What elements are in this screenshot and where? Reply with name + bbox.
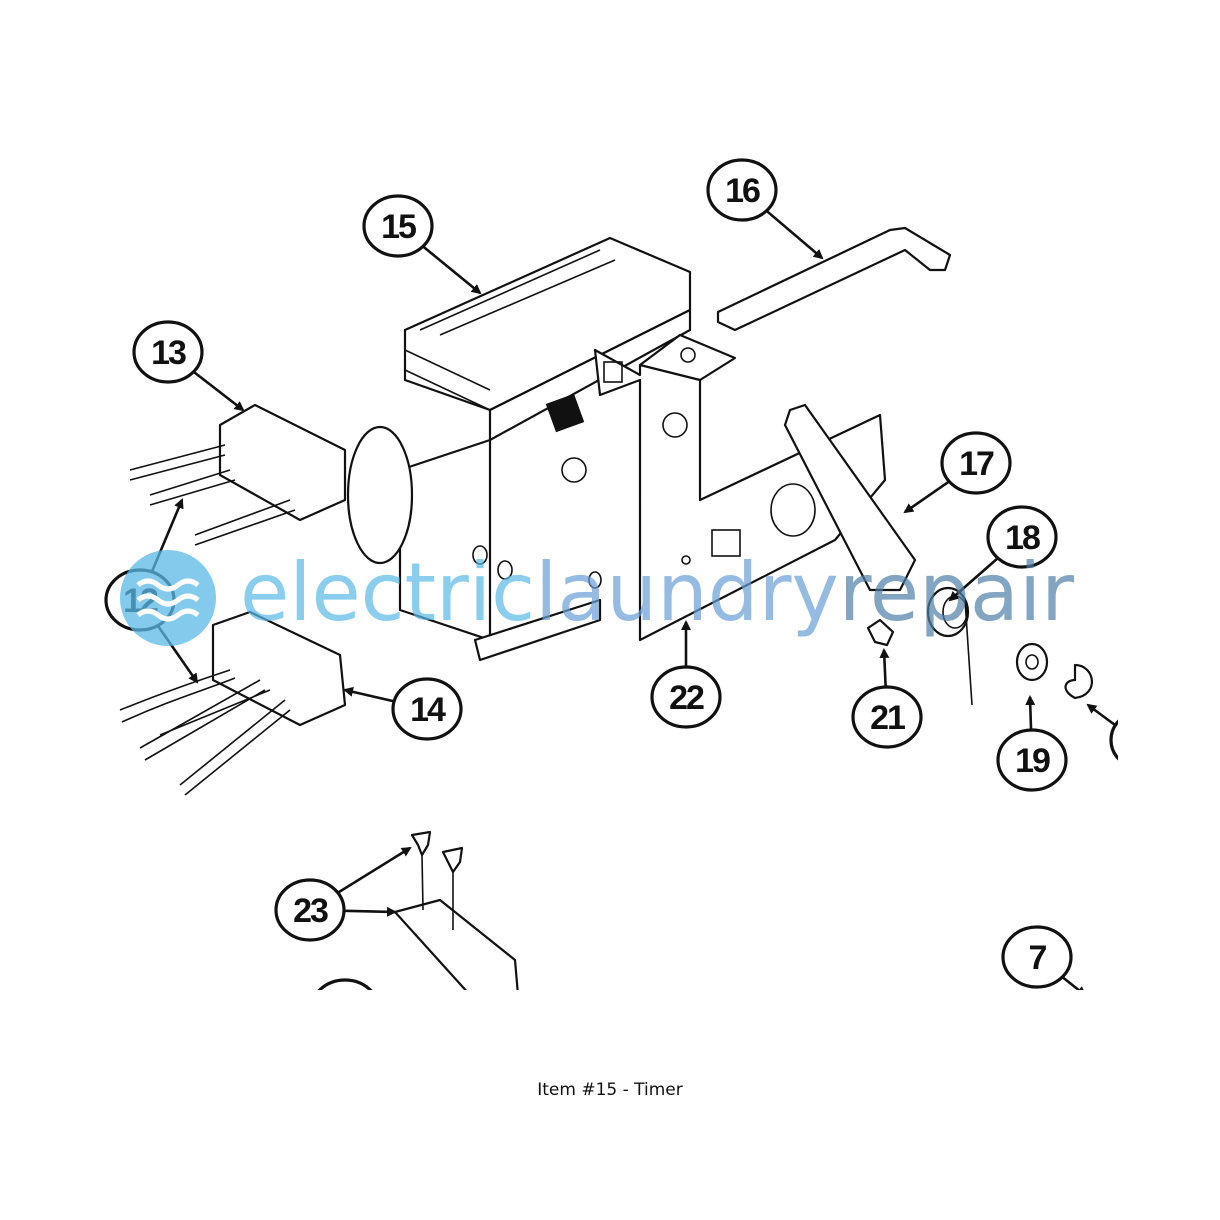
shaft-part xyxy=(716,226,952,332)
watermark-electric: electric xyxy=(240,546,535,639)
watermark-logo-icon xyxy=(120,550,216,646)
connector-14-part xyxy=(119,610,347,796)
callout-16: 16 xyxy=(706,158,824,260)
leader-arrow xyxy=(903,480,950,514)
callout-number: 18 xyxy=(1005,519,1040,557)
callout-number: 14 xyxy=(410,691,446,729)
callout-number: 7 xyxy=(1029,939,1047,977)
leader-arrow xyxy=(192,370,245,412)
callout-number: 16 xyxy=(725,172,760,210)
callout-number: 15 xyxy=(381,208,416,246)
callout-18: 18 xyxy=(948,505,1058,602)
leader-arrow xyxy=(422,245,482,295)
callout-circle xyxy=(1001,925,1073,989)
leader-arrow xyxy=(337,846,412,894)
lever-part xyxy=(783,403,917,592)
callout-number: 17 xyxy=(959,445,994,483)
parts-diagram: 13151617181214222119237 electriclaundryr… xyxy=(104,158,1118,990)
callout-circle xyxy=(362,194,434,258)
callout-partial-right xyxy=(1109,719,1118,761)
callout-number: 19 xyxy=(1015,742,1050,780)
leader-arrow xyxy=(343,686,395,703)
washer-part xyxy=(1015,642,1049,682)
callout-partial-24 xyxy=(317,978,373,990)
leader-arrow xyxy=(765,209,824,260)
callout-22: 22 xyxy=(650,620,722,729)
plate-part xyxy=(393,830,519,990)
timer-part xyxy=(346,236,692,662)
leader-arrow xyxy=(879,648,890,688)
callout-number: 13 xyxy=(151,334,186,372)
callout-circle xyxy=(706,158,778,222)
callout-14: 14 xyxy=(343,677,463,741)
callout-number: 21 xyxy=(870,699,905,737)
callout-number: 22 xyxy=(669,679,704,717)
bracket-part xyxy=(593,333,887,642)
leader-arrow xyxy=(343,906,397,917)
screw-part xyxy=(866,618,895,647)
callout-circle xyxy=(650,665,722,729)
callout-circle xyxy=(996,728,1068,792)
callout-circle xyxy=(986,505,1058,569)
watermark-laundry: laundry xyxy=(535,546,839,639)
callout-circle xyxy=(391,677,463,741)
callout-13: 13 xyxy=(132,320,245,412)
leader-partial-right xyxy=(1086,703,1116,727)
callout-circle xyxy=(132,320,204,384)
callout-21: 21 xyxy=(851,648,923,749)
callout-17: 17 xyxy=(903,431,1012,514)
callout-number: 23 xyxy=(293,892,328,930)
connector-13-part xyxy=(129,403,347,546)
leader-arrow xyxy=(948,557,999,602)
callout-19: 19 xyxy=(996,695,1068,792)
leader-arrow xyxy=(1061,976,1087,990)
callout-23: 23 xyxy=(274,846,412,942)
callout-15: 15 xyxy=(362,194,482,295)
clip-part xyxy=(1064,663,1093,700)
image-caption: Item #15 - Timer xyxy=(537,1080,683,1100)
svg-text:electriclaundryrepair: electriclaundryrepair xyxy=(240,546,1074,639)
watermark: electriclaundryrepair xyxy=(120,546,1074,646)
callout-7: 7 xyxy=(1001,925,1087,990)
leader-arrow xyxy=(1025,695,1036,731)
watermark-repair: repair xyxy=(839,546,1074,639)
callout-circle xyxy=(851,685,923,749)
callout-circle xyxy=(940,431,1012,495)
callout-circle xyxy=(274,878,346,942)
